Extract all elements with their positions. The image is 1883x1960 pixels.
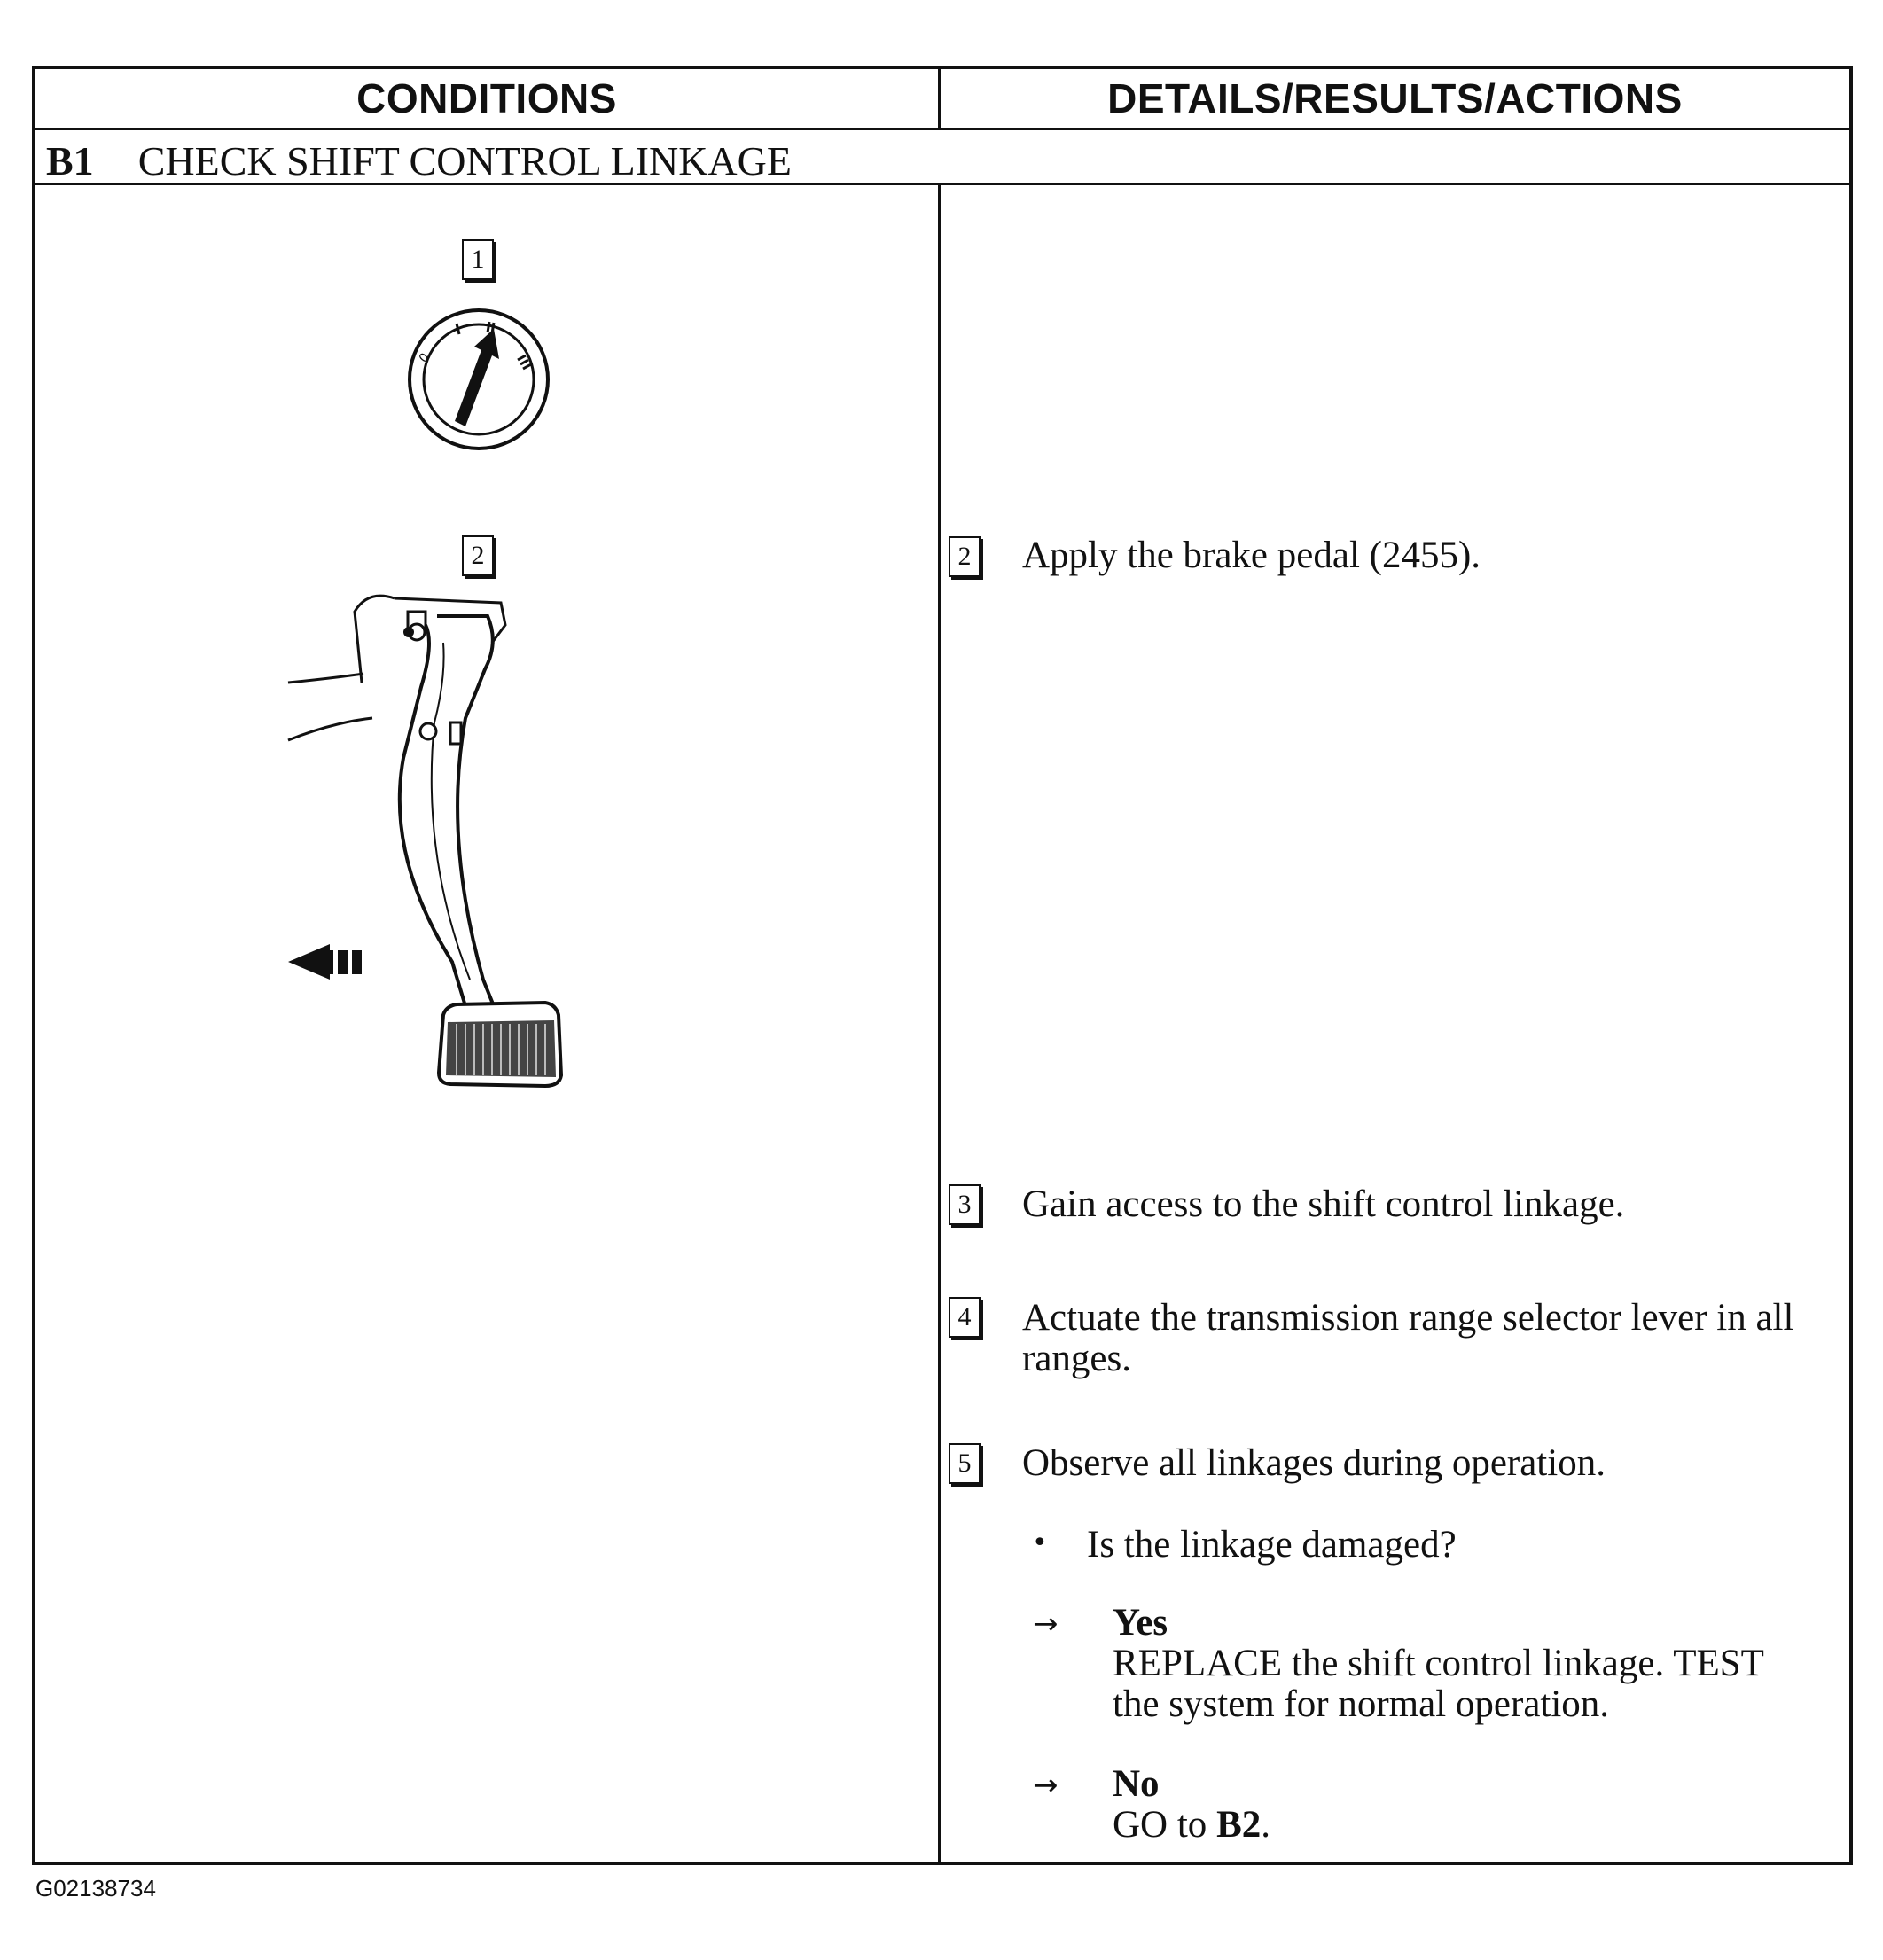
step-title: B1 CHECK SHIFT CONTROL LINKAGE: [46, 133, 792, 188]
action-4-text-line2: ranges.: [1022, 1338, 1131, 1379]
action-5-text: Observe all linkages during operation.: [1022, 1442, 1606, 1484]
step-title-text: CHECK SHIFT CONTROL LINKAGE: [137, 137, 792, 184]
action-4-text-line1: Actuate the transmission range selector …: [1022, 1297, 1794, 1339]
brake-pedal-icon: [287, 594, 564, 1089]
no-action-suffix: .: [1261, 1804, 1270, 1846]
figure-1-number: 1: [462, 239, 494, 280]
bullet-icon: •: [1032, 1527, 1048, 1558]
figure-2-number: 2: [462, 535, 494, 576]
action-5-number: 5: [949, 1443, 981, 1484]
column-divider: [938, 185, 941, 1862]
action-2-number: 2: [949, 536, 981, 577]
action-3-number: 3: [949, 1184, 981, 1225]
ignition-switch-icon: 0: [408, 308, 550, 450]
conditions-header: CONDITIONS: [356, 75, 617, 121]
arrow-right-icon: →: [1033, 1606, 1059, 1642]
figure-id: G02138734: [35, 1875, 156, 1901]
action-2-text: Apply the brake pedal (2455).: [1022, 535, 1481, 576]
action-4-number: 4: [949, 1297, 981, 1338]
no-action: GO to B2.: [1113, 1805, 1270, 1846]
no-action-prefix: GO to: [1113, 1804, 1217, 1846]
question-text: Is the linkage damaged?: [1087, 1524, 1457, 1566]
yes-action-line2: the system for normal operation.: [1113, 1683, 1610, 1725]
no-label: No: [1113, 1763, 1160, 1805]
header-column-divider: [938, 69, 941, 128]
action-3-text: Gain access to the shift control linkage…: [1022, 1183, 1625, 1225]
step-title-divider: [35, 183, 1849, 185]
arrow-right-icon: →: [1033, 1768, 1059, 1803]
no-action-target: B2: [1216, 1804, 1262, 1846]
yes-action-line1: REPLACE the shift control linkage. TEST: [1113, 1643, 1764, 1684]
header-divider: [35, 128, 1849, 130]
details-header: DETAILS/RESULTS/ACTIONS: [1107, 75, 1683, 121]
diagnostic-table: CONDITIONS DETAILS/RESULTS/ACTIONS B1 CH…: [32, 66, 1853, 1865]
yes-label: Yes: [1113, 1602, 1168, 1644]
step-code: B1: [46, 137, 94, 184]
